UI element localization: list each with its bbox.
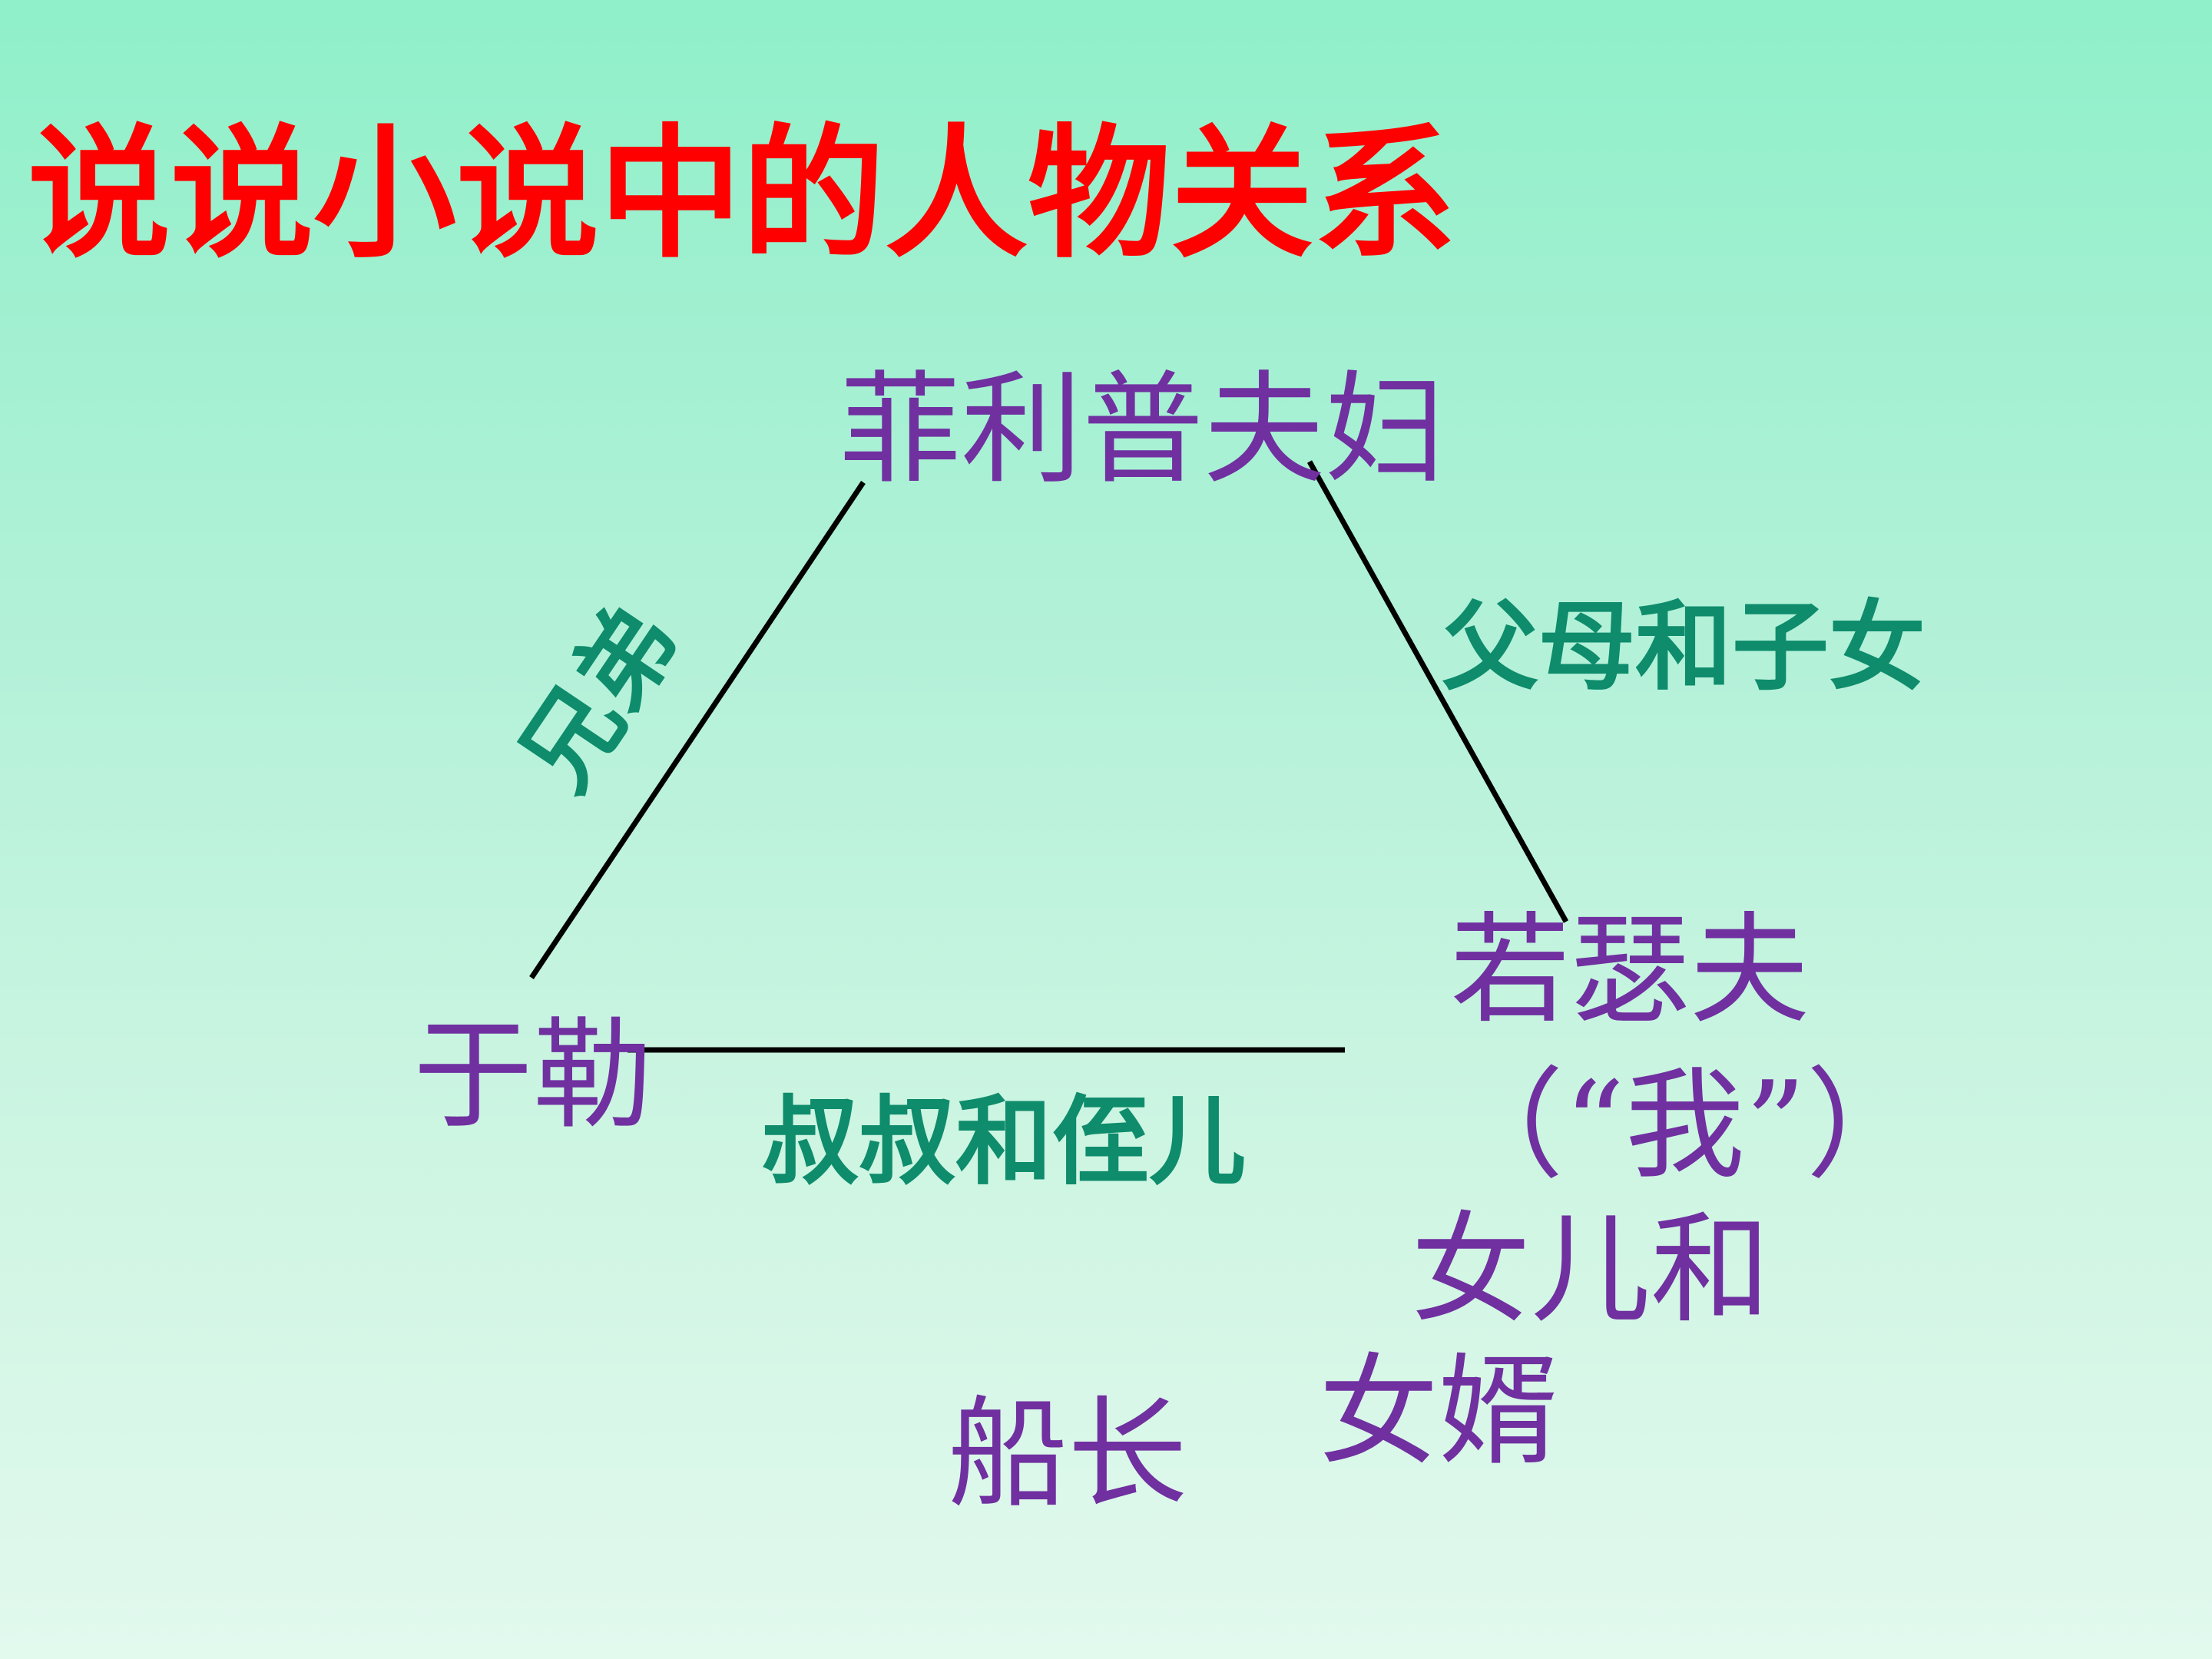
line-philippe-jules <box>529 481 866 979</box>
page-title: 说说小说中的人物关系 <box>28 111 1457 277</box>
node-son-in-law: 女婿 <box>1319 1342 1558 1482</box>
label-parents-children: 父母和子女 <box>1442 591 1926 704</box>
node-captain: 船长 <box>948 1384 1187 1524</box>
node-daughter: 女儿和 <box>1411 1200 1770 1339</box>
node-jules: 于勒 <box>413 1005 653 1145</box>
line-philippe-joseph <box>1306 460 1569 923</box>
label-uncle-nephew: 叔叔和侄儿 <box>762 1085 1246 1198</box>
node-philippe-couple: 菲利普夫妇 <box>839 359 1446 501</box>
node-joseph: 若瑟夫 <box>1450 900 1810 1040</box>
node-joseph-note: （“我”） <box>1444 1055 1926 1195</box>
